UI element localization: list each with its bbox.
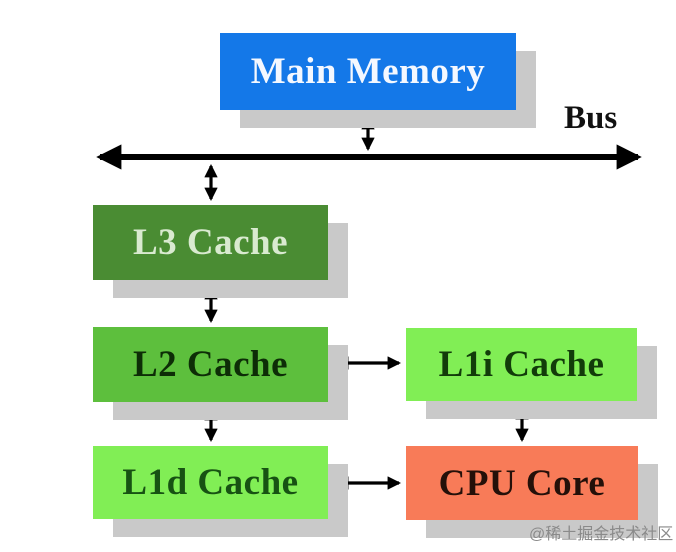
arrows [96,115,642,490]
node-l1d-cache: L1d Cache [93,446,328,519]
node-l1d-cache-label: L1d Cache [122,462,299,503]
node-l1i-cache-label: L1i Cache [438,344,605,385]
node-l3-cache: L3 Cache [93,205,328,280]
node-cpu-core-label: CPU Core [438,462,606,504]
node-main-memory: Main Memory [220,33,516,110]
bus-label: Bus [564,100,618,136]
node-l2-cache-label: L2 Cache [132,344,289,385]
watermark: @稀土掘金技术社区 [529,526,674,543]
node-cpu-core: CPU Core [406,446,638,520]
node-l3-cache-label: L3 Cache [132,222,289,263]
node-l2-cache: L2 Cache [93,327,328,402]
node-main-memory-label: Main Memory [250,51,486,92]
node-l1i-cache: L1i Cache [406,328,637,401]
